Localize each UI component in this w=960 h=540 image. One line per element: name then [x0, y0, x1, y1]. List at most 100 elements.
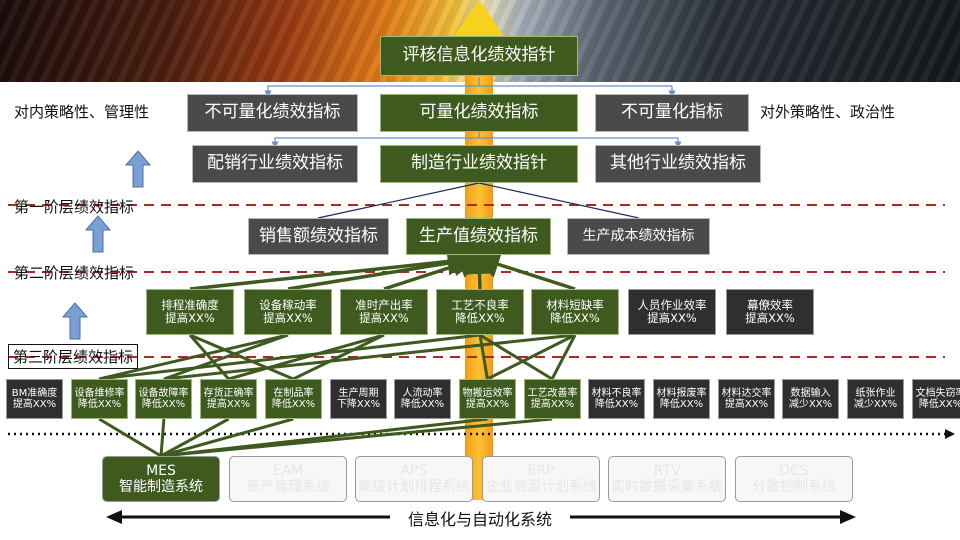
level3-box-2: 设备故障率降低XX% — [135, 379, 192, 419]
level2-line2: 提高XX% — [263, 311, 313, 325]
level2-line2: 降低XX% — [455, 311, 505, 325]
level2-line1: 工艺不良率 — [451, 297, 509, 312]
level3-line1: 生产周期 — [338, 387, 379, 399]
level2-to-level1-arrows — [189, 246, 576, 291]
level3-line1: 材料达交率 — [721, 387, 772, 399]
system-name: MES — [146, 462, 176, 479]
level2-line2: 提高XX% — [647, 311, 697, 325]
l1-link-right — [478, 182, 640, 219]
level2-box-4: 材料短缺率降低XX% — [531, 289, 619, 335]
level3-line1: 工艺改善率 — [527, 387, 578, 399]
level1-box-1: 生产值绩效指标 — [406, 218, 551, 255]
level3-line2: 降低XX% — [400, 399, 445, 410]
level3-line1: 存货正确率 — [203, 387, 254, 399]
row-b-connector-right — [479, 137, 682, 149]
level3-line2: 提高XX% — [12, 399, 57, 410]
row-b-connector-left — [271, 132, 480, 149]
system-desc: 分散控制系统 — [752, 479, 836, 495]
level3-link-10 — [99, 333, 481, 381]
system-name: APS — [400, 462, 428, 479]
left-side-label: 对内策略性、管理性 — [14, 103, 150, 121]
level3-line1: 材料报废率 — [656, 387, 707, 399]
level3-line2: 减少XX% — [853, 399, 898, 410]
system-desc: 企业资源计划系统 — [485, 479, 597, 495]
level3-link-9 — [550, 334, 577, 380]
mes-link-5 — [160, 417, 553, 458]
footer-label: 信息化与自动化系统 — [390, 506, 570, 530]
tier-label-2: 第二阶层绩效指标 — [14, 264, 135, 282]
level3-link-5 — [189, 333, 294, 381]
row-b-box-2: 其他行业绩效指标 — [595, 145, 761, 183]
level3-line1: 设备维修率 — [74, 387, 125, 399]
row-b-box-0: 配销行业绩效指标 — [192, 145, 358, 183]
level3-line2: 提高XX% — [465, 399, 510, 410]
level3-box-12: 数据输入减少XX% — [782, 379, 839, 419]
level2-box-1: 设备稼动率提高XX% — [244, 289, 332, 335]
title-connector-left — [264, 77, 480, 98]
level2-arrow-2 — [383, 251, 487, 291]
level3-line1: 在制品率 — [273, 387, 314, 399]
up-arrow-icon-top — [125, 150, 151, 188]
level2-box-2: 准时产出率提高XX% — [340, 289, 428, 335]
mes-link-2 — [160, 417, 230, 458]
level3-line2: 降低XX% — [271, 399, 316, 410]
level2-box-0: 排程准确度提高XX% — [146, 289, 234, 335]
level3-link-4 — [292, 333, 385, 381]
level3-line1: 设备故障率 — [138, 387, 189, 399]
level3-connector-lines — [98, 333, 577, 458]
row-a-box-1: 可量化绩效指标 — [380, 94, 578, 132]
level3-box-9: 材料不良率降低XX% — [588, 379, 645, 419]
level3-line1: BM准确度 — [11, 387, 58, 399]
system-name: ERP — [527, 462, 555, 479]
level1-box-0: 销售额绩效指标 — [248, 218, 389, 255]
system-name: DCS — [779, 462, 809, 479]
level3-box-1: 设备维修率降低XX% — [71, 379, 128, 419]
level2-line1: 设备稼动率 — [259, 297, 317, 312]
level3-line2: 降低XX% — [918, 399, 960, 410]
row-a-box-2: 不可量化指标 — [595, 94, 749, 132]
level3-line2: 下降XX% — [336, 399, 381, 410]
system-desc: 资产管理系统 — [246, 479, 330, 495]
up-arrow-icon-low — [62, 302, 88, 340]
level2-arrow-1 — [287, 248, 482, 291]
level1-box-2: 生产成本绩效指标 — [567, 218, 710, 255]
level3-box-5: 生产周期下降XX% — [330, 379, 387, 419]
level3-line1: 数据输入 — [790, 387, 831, 399]
level3-link-3 — [228, 333, 385, 381]
level2-line1: 准时产出率 — [355, 297, 413, 312]
l1-link-left — [317, 182, 480, 219]
mes-link-0 — [98, 417, 162, 458]
right-side-label: 对外策略性、政治性 — [760, 103, 896, 121]
tier-label-1: 第一阶层绩效指标 — [14, 198, 135, 216]
system-desc: 实时数据采集系统 — [611, 479, 723, 495]
level2-line2: 提高XX% — [745, 311, 795, 325]
level2-arrow-4 — [471, 250, 576, 291]
level3-box-14: 文档失窃率降低XX% — [912, 379, 960, 419]
tier-label-3: 第三阶层绩效指标 — [8, 344, 139, 369]
level3-box-3: 存货正确率提高XX% — [200, 379, 257, 419]
top-title-box: 评核信息化绩效指针 — [380, 36, 578, 76]
level3-line2: 降低XX% — [659, 399, 704, 410]
row-b-box-1: 制造行业绩效指针 — [380, 145, 578, 183]
level3-line2: 降低XX% — [141, 399, 186, 410]
level3-box-13: 纸张作业减少XX% — [847, 379, 904, 419]
systems-dotted-arrowhead — [945, 429, 955, 439]
level2-line2: 降低XX% — [550, 311, 600, 325]
level3-line2: 减少XX% — [788, 399, 833, 410]
row-a-box-0: 不可量化绩效指标 — [187, 94, 358, 132]
level3-box-0: BM准确度提高XX% — [6, 379, 63, 419]
level3-line1: 人流动率 — [402, 387, 443, 399]
system-name: RTV — [653, 462, 681, 479]
up-arrow-icon-mid — [85, 215, 111, 253]
level3-link-11 — [163, 333, 576, 381]
level2-line2: 提高XX% — [359, 311, 409, 325]
level3-link-0 — [98, 333, 289, 381]
mes-link-1 — [159, 418, 166, 457]
level3-line2: 提高XX% — [530, 399, 575, 410]
level3-line2: 降低XX% — [77, 399, 122, 410]
level3-line2: 提高XX% — [724, 399, 769, 410]
